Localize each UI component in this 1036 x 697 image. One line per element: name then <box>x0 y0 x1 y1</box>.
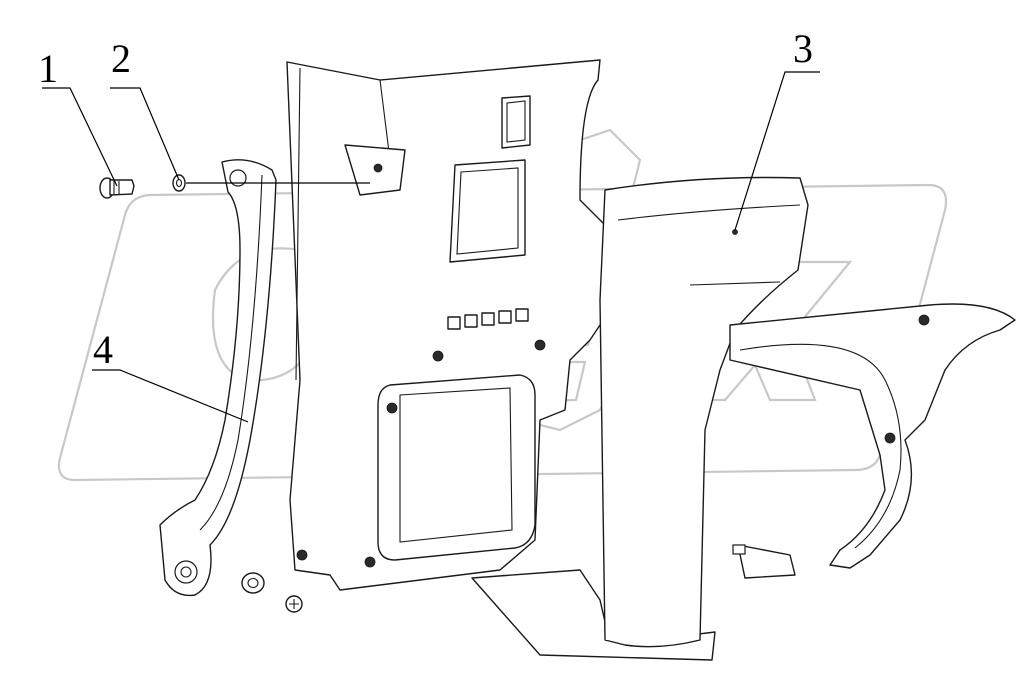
main-side-panel <box>286 59 716 661</box>
leader-3 <box>734 71 820 231</box>
callout-3: 3 <box>793 26 813 71</box>
leader-1 <box>42 87 118 187</box>
right-side-trim <box>729 303 1016 579</box>
callout-4: 4 <box>93 327 113 372</box>
part-1-screw <box>99 177 135 199</box>
part-2-washer <box>172 174 186 192</box>
watermark-letterbox <box>57 183 948 482</box>
callout-labels: 1 2 3 4 <box>38 26 813 372</box>
callout-1: 1 <box>38 46 58 91</box>
leader-2 <box>110 87 180 181</box>
part-3-cover <box>599 176 809 648</box>
callout-2: 2 <box>111 36 131 81</box>
leader-4 <box>92 369 249 423</box>
part-4-trim-strip <box>159 159 277 597</box>
leader-lines <box>42 71 820 423</box>
loose-fasteners <box>241 572 303 613</box>
